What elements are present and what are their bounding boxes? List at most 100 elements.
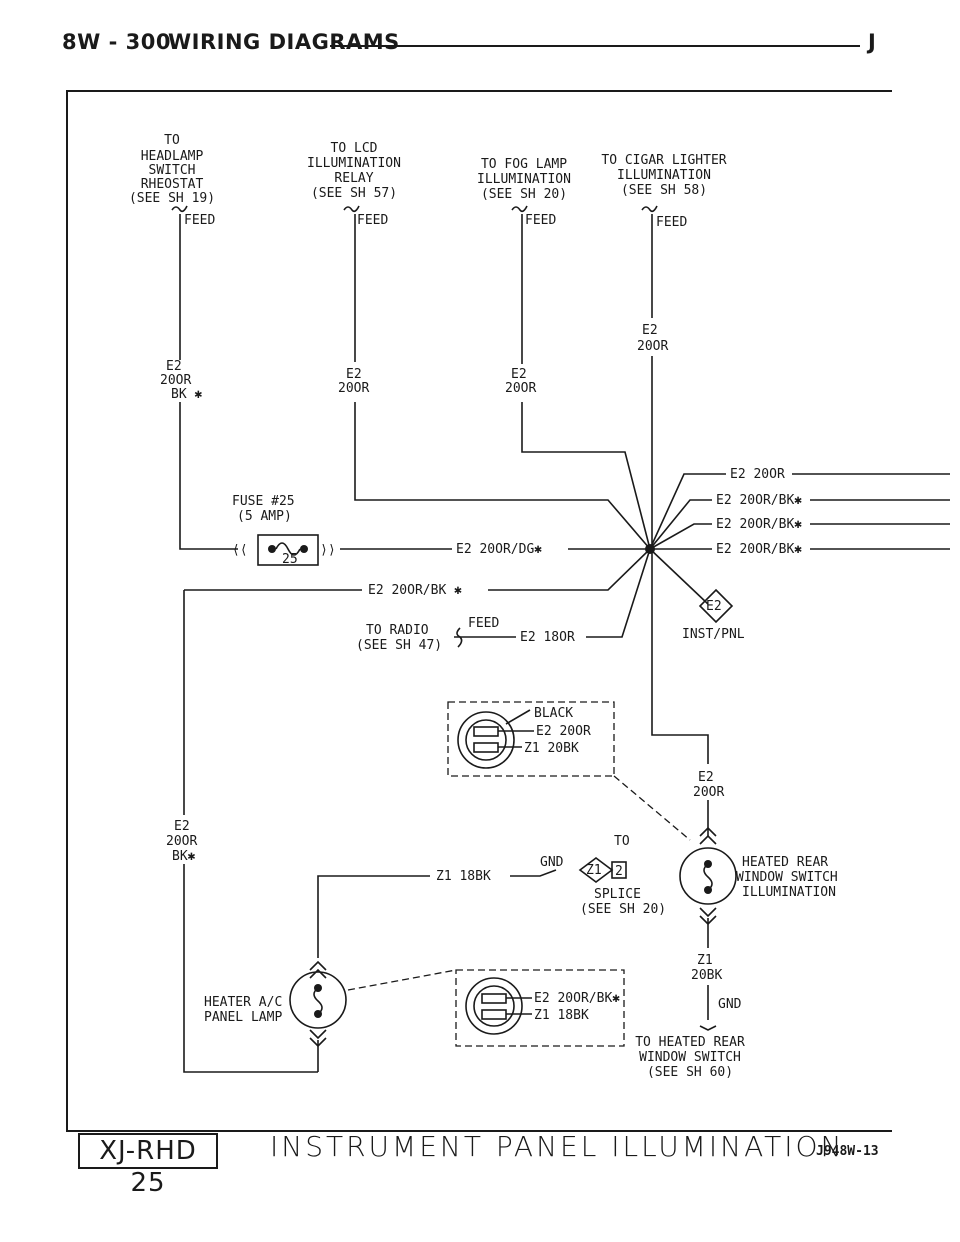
label-bk-headlamp: BK ✱ bbox=[171, 387, 202, 402]
wire-paths bbox=[179, 214, 950, 1073]
switch-lamp-icon bbox=[679, 847, 737, 905]
switch-connector-bottom-icon bbox=[699, 907, 717, 926]
wire-out-e2-20or-bk-1 bbox=[649, 499, 950, 550]
heated-rear-switch-lamp: HEATED REAR WINDOW SWITCH ILLUMINATION G… bbox=[635, 826, 838, 1080]
connector-wire-2: Z1 20BK bbox=[524, 741, 579, 756]
heater-connector-body-icon bbox=[465, 977, 523, 1035]
feed-fog-lamp: TO FOG LAMP ILLUMINATION (SEE SH 20) bbox=[477, 157, 571, 202]
heater-label-1: HEATER A/C bbox=[204, 995, 282, 1010]
footer-title: INSTRUMENT PANEL ILLUMINATION bbox=[270, 1130, 845, 1163]
fuse-rating: (5 AMP) bbox=[237, 509, 292, 524]
feed-label-3: FEED bbox=[525, 213, 556, 228]
ground-splice-label: SPLICE bbox=[594, 887, 641, 902]
connector-to-switch-leader bbox=[613, 775, 691, 841]
wire-out-e2-20or-bk-2 bbox=[649, 523, 950, 550]
wire-out-e2-20or bbox=[649, 473, 950, 550]
feed-headlamp-line-5: (SEE SH 19) bbox=[129, 191, 215, 206]
feed-mark-3 bbox=[511, 205, 528, 213]
feed-fog-line-3: (SEE SH 20) bbox=[481, 187, 567, 202]
radio-feed: TO RADIO (SEE SH 47) FEED bbox=[356, 616, 499, 653]
splice-id: E2 bbox=[706, 599, 722, 614]
wire-labels: E2 20OR BK ✱ E2 20OR E2 20OR E2 20OR E2 … bbox=[160, 323, 802, 983]
feed-cigar-line-1: TO CIGAR LIGHTER bbox=[601, 153, 726, 168]
heater-connector-bottom-icon bbox=[309, 1029, 327, 1048]
feed-label-1: FEED bbox=[184, 213, 215, 228]
feed-headlamp-line-2: HEADLAMP bbox=[141, 149, 204, 164]
feed-fog-line-1: TO FOG LAMP bbox=[481, 157, 567, 172]
connector-pin-2 bbox=[473, 742, 499, 753]
label-20or-fog: 20OR bbox=[505, 381, 536, 396]
label-out-4: E2 20OR/BK✱ bbox=[716, 542, 802, 557]
radio-feed-mark bbox=[456, 627, 463, 648]
feed-cigar-lighter: TO CIGAR LIGHTER ILLUMINATION (SEE SH 58… bbox=[601, 153, 726, 198]
label-20or-lcd: 20OR bbox=[338, 381, 369, 396]
feed-lcd-line-2: ILLUMINATION bbox=[307, 156, 401, 171]
feed-headlamp-switch: TO HEADLAMP SWITCH RHEOSTAT (SEE SH 19) bbox=[129, 133, 215, 206]
heater-connector-dashed-box bbox=[455, 969, 625, 1047]
label-radio-wire: E2 18OR bbox=[520, 630, 575, 645]
header-rule bbox=[330, 45, 860, 47]
header-page-number: 8W - 300 bbox=[62, 30, 171, 54]
switch-gnd-label: GND bbox=[718, 997, 742, 1012]
heater-connector-wire-2: Z1 18BK bbox=[534, 1008, 589, 1023]
switch-connector-top-icon bbox=[699, 826, 717, 845]
label-20bk-switch: 20BK bbox=[691, 968, 722, 983]
feed-mark-4 bbox=[641, 205, 658, 213]
splice-label: INST/PNL bbox=[682, 627, 745, 642]
ground-splice-z1: TO GND Z1 2 SPLICE (SEE SH 20) bbox=[540, 834, 666, 917]
header-right-mark: J bbox=[868, 30, 877, 54]
ground-splice-gnd: GND bbox=[540, 855, 564, 870]
fuse-25: FUSE #25 (5 AMP) ⟨⟨ 25 ⟩⟩ bbox=[232, 494, 336, 567]
connector-pin-1 bbox=[473, 726, 499, 737]
ground-splice-id: Z1 bbox=[586, 863, 602, 878]
heater-connector-pin-2 bbox=[481, 1009, 507, 1020]
feed-headlamp-line-1: TO bbox=[164, 133, 180, 148]
label-heater-feed: E2 20OR/BK ✱ bbox=[368, 583, 462, 598]
footer-code-box: XJ-RHD 25 bbox=[78, 1133, 218, 1198]
wire-fog-feed bbox=[521, 214, 651, 550]
fuse-element-icon bbox=[275, 542, 301, 556]
feed-lcd-relay: TO LCD ILLUMINATION RELAY (SEE SH 57) bbox=[307, 141, 401, 201]
heater-connector-leader bbox=[347, 969, 457, 991]
label-z1-switch: Z1 bbox=[697, 953, 713, 968]
switch-to-line-3: (SEE SH 60) bbox=[647, 1065, 733, 1080]
connector-body-icon bbox=[457, 711, 515, 769]
wire-lcd-feed bbox=[354, 214, 651, 550]
switch-label-1: HEATED REAR bbox=[742, 855, 828, 870]
heater-lamp-icon bbox=[289, 971, 347, 1029]
heater-lamp-connector: E2 20OR/BK✱ Z1 18BK bbox=[347, 969, 625, 1047]
feed-label-4: FEED bbox=[656, 215, 687, 230]
label-e2-lcd: E2 bbox=[346, 367, 362, 382]
feed-markers: FEED FEED FEED FEED bbox=[171, 205, 687, 230]
feed-fog-line-2: ILLUMINATION bbox=[477, 172, 571, 187]
ground-splice-to: TO bbox=[614, 834, 630, 849]
label-20or-switch: 20OR bbox=[693, 785, 724, 800]
footer-figure-id: J948W-13 bbox=[816, 1144, 879, 1159]
label-20or-cigar: 20OR bbox=[637, 339, 668, 354]
header-title: WIRING DIAGRAMS bbox=[168, 30, 400, 54]
label-z1-18bk: Z1 18BK bbox=[436, 869, 491, 884]
heater-connector-pin-1 bbox=[481, 993, 507, 1004]
frame-left-border bbox=[66, 90, 68, 1130]
heater-lamp-filament-icon bbox=[313, 987, 323, 1015]
ground-splice-num: 2 bbox=[615, 864, 623, 879]
label-e2-cigar: E2 bbox=[642, 323, 658, 338]
switch-label-3: ILLUMINATION bbox=[742, 885, 836, 900]
radio-line-1: TO RADIO bbox=[366, 623, 429, 638]
ground-splice-see: (SEE SH 20) bbox=[580, 902, 666, 917]
wire-heater-feed bbox=[183, 590, 318, 1073]
connector-inner-icon bbox=[465, 719, 507, 761]
label-out-3: E2 20OR/BK✱ bbox=[716, 517, 802, 532]
heater-connector-inner-icon bbox=[473, 985, 515, 1027]
label-bk-heater: BK✱ bbox=[172, 849, 196, 864]
feed-cigar-line-2: ILLUMINATION bbox=[617, 168, 711, 183]
wire-splice-to-e2 bbox=[649, 548, 709, 605]
connector-wire-1: E2 20OR bbox=[536, 724, 591, 739]
fuse-box bbox=[257, 534, 319, 566]
fuse-number: 25 bbox=[282, 552, 298, 567]
splice-node bbox=[645, 544, 655, 554]
label-out-2: E2 20OR/BK✱ bbox=[716, 493, 802, 508]
fuse-chevron-right: ⟩⟩ bbox=[320, 543, 336, 558]
feed-lcd-line-1: TO LCD bbox=[331, 141, 378, 156]
